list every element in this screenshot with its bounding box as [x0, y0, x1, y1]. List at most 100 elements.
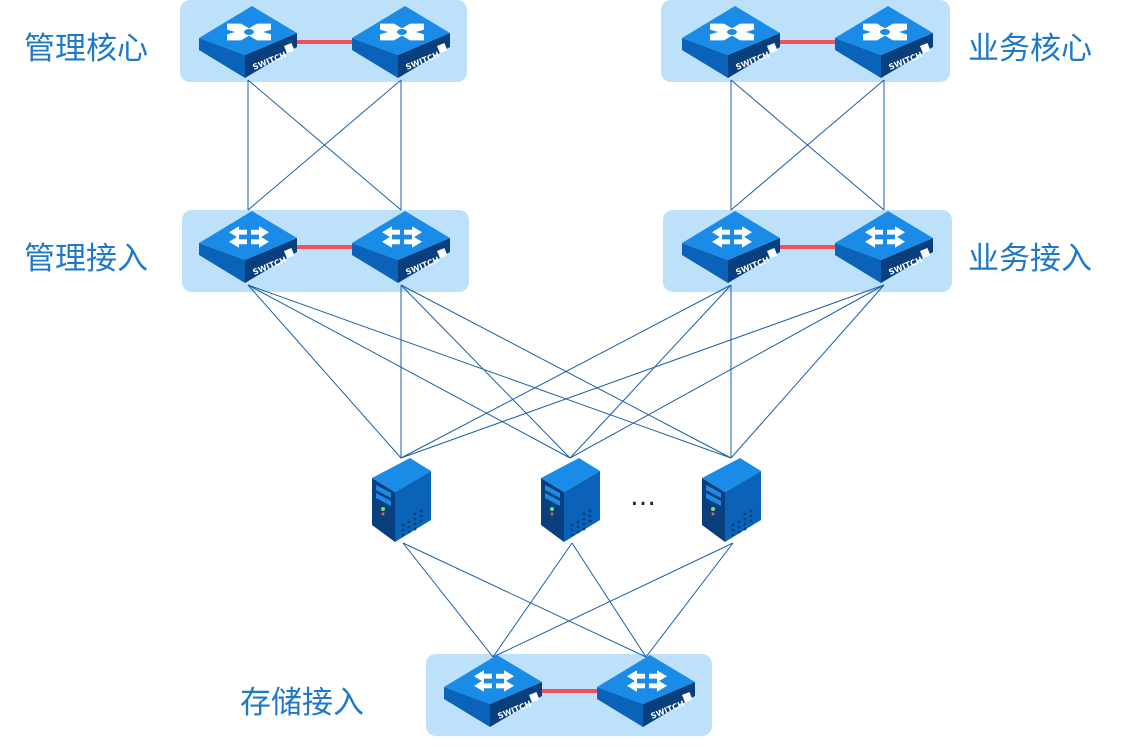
- server-3: [702, 458, 761, 542]
- label-biz-access: 业务接入: [968, 241, 1092, 277]
- link-line: [400, 284, 571, 459]
- vent-hole: [570, 533, 574, 537]
- arrow-se: [887, 235, 905, 248]
- switch-left-face: [352, 243, 398, 283]
- biz-core-switch-1: SWITCH: [682, 6, 780, 78]
- switch-left-face: [835, 243, 881, 283]
- storage-access-switch-1: SWITCH: [444, 655, 542, 727]
- switch-front-face: [398, 238, 450, 283]
- arrow-ne: [734, 226, 752, 239]
- more-servers-ellipsis: …: [630, 482, 657, 512]
- port-icon: [919, 248, 931, 259]
- arrow-ne: [887, 226, 905, 239]
- vent-hole: [737, 520, 741, 524]
- power-led-icon: [550, 507, 554, 511]
- vent-hole: [743, 522, 747, 526]
- vent-hole: [576, 530, 580, 534]
- link-line: [247, 284, 732, 459]
- vent-hole: [743, 517, 747, 521]
- switch-left-face: [682, 243, 728, 283]
- link-line: [730, 284, 885, 459]
- link-line: [402, 542, 647, 658]
- power-led-icon: [711, 507, 715, 511]
- vent-hole: [588, 509, 592, 513]
- vent-hole: [749, 514, 753, 518]
- server-top-face: [372, 458, 431, 492]
- port-icon: [767, 43, 778, 54]
- core-switch-cross-icon: [863, 23, 907, 41]
- vent-hole: [413, 527, 417, 531]
- port-icon: [767, 248, 778, 259]
- vent-hole: [407, 520, 411, 524]
- vent-hole: [582, 527, 586, 531]
- switch-left-face: [444, 687, 490, 727]
- core-switch-cross-icon: [710, 23, 754, 41]
- switch-top-face: [835, 211, 933, 260]
- port-icon: [437, 248, 448, 259]
- link-line: [247, 79, 402, 211]
- arrow-sw: [382, 235, 400, 248]
- arrow-sw: [229, 235, 247, 248]
- drive-bay: [545, 493, 560, 506]
- access-switch-arrows-icon: [865, 226, 905, 248]
- links: [247, 79, 885, 658]
- server-2: [541, 458, 600, 542]
- arrow-se: [496, 679, 514, 692]
- vent-hole: [401, 533, 405, 537]
- switch-left-face: [682, 38, 728, 78]
- vent-hole: [419, 514, 423, 518]
- server-top-face: [541, 458, 600, 492]
- switch-top-face: [199, 211, 297, 260]
- arrow-ne: [649, 670, 667, 683]
- vent-hole: [401, 528, 405, 532]
- label-mgmt-access: 管理接入: [24, 241, 148, 277]
- link-line: [492, 542, 573, 658]
- switch-front-face: [643, 682, 695, 727]
- drive-bay: [706, 485, 721, 498]
- port-icon: [284, 43, 295, 54]
- biz-access-switch-1: SWITCH: [682, 211, 780, 283]
- vent-hole: [570, 528, 574, 532]
- arrow-nw: [382, 226, 400, 239]
- vent-hole: [576, 525, 580, 529]
- switch-front-face: [881, 238, 933, 283]
- arrow-nw: [627, 670, 645, 683]
- arrow-nw: [865, 226, 883, 239]
- cross-hole: [397, 29, 407, 35]
- port-icon: [682, 692, 693, 703]
- switch-left-face: [835, 38, 881, 78]
- access-switch-arrows-icon: [229, 226, 269, 248]
- link-line: [400, 284, 732, 459]
- link-line: [569, 284, 732, 459]
- vent-hole: [588, 514, 592, 518]
- mgmt-access-switch-2: SWITCH: [352, 211, 450, 283]
- port-icon: [436, 43, 448, 54]
- label-storage-access: 存储接入: [240, 685, 364, 721]
- link-line: [645, 542, 734, 658]
- vent-hole: [407, 530, 411, 534]
- switch-front-face: [245, 238, 297, 283]
- biz-core-switch-2: SWITCH: [835, 6, 933, 78]
- switch-front-face: [881, 33, 933, 78]
- vent-hole: [419, 509, 423, 513]
- label-mgmt-core: 管理核心: [24, 31, 148, 67]
- switch-left-face: [199, 243, 245, 283]
- cross-hole: [727, 29, 737, 35]
- arrow-ne: [404, 226, 422, 239]
- status-led-icon: [381, 512, 385, 516]
- arrow-se: [404, 235, 422, 248]
- vent-hole: [413, 522, 417, 526]
- vent-hole: [588, 519, 592, 523]
- arrow-sw: [865, 235, 883, 248]
- switch-top-face: [682, 211, 780, 260]
- arrow-sw: [474, 679, 492, 692]
- cross-hole: [244, 29, 254, 35]
- vent-hole: [582, 512, 586, 516]
- core-switch-cross-icon: [227, 23, 271, 41]
- arrow-nw: [229, 226, 247, 239]
- link-line: [730, 79, 885, 211]
- switch-front-face: [490, 682, 542, 727]
- mgmt-core-switch-2: SWITCH: [352, 6, 450, 78]
- server-1: [372, 458, 431, 542]
